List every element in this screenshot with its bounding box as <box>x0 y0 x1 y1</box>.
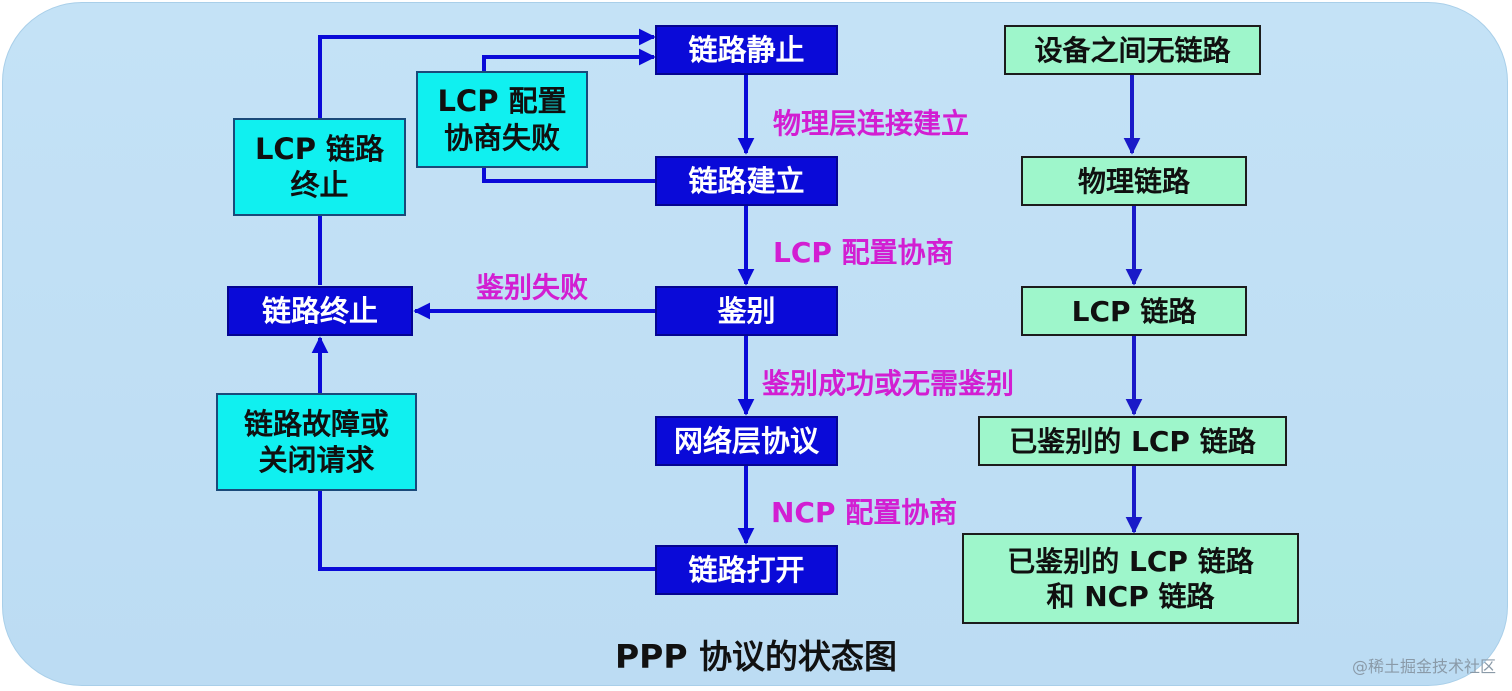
right-authed-lcp-ncp-line2: 和 NCP 链路 <box>1046 579 1215 613</box>
label-auth-failed: 鉴别失败 <box>476 271 589 304</box>
state-link-terminate: 链路终止 <box>227 286 413 336</box>
lcp-negotiation-failed-line1: LCP 配置 <box>437 84 567 119</box>
state-link-open-label: 链路打开 <box>688 552 805 587</box>
state-link-terminate-label: 链路终止 <box>261 293 378 328</box>
lcp-link-terminate-line1: LCP 链路 <box>254 131 385 166</box>
lcp-link-terminate-line2: 终止 <box>290 168 349 202</box>
right-no-link-label: 设备之间无链路 <box>1034 33 1231 67</box>
box-lcp-link-terminate: LCP 链路 终止 <box>233 118 406 216</box>
diagram-title: PPP 协议的状态图 <box>614 637 898 676</box>
box-lcp-negotiation-failed: LCP 配置 协商失败 <box>416 71 588 168</box>
state-link-dead-label: 链路静止 <box>688 32 805 67</box>
state-network-protocol-label: 网络层协议 <box>673 423 819 458</box>
right-authed-lcp-link: 已鉴别的 LCP 链路 <box>978 416 1287 466</box>
right-authed-lcp-ncp-line1: 已鉴别的 LCP 链路 <box>1007 544 1254 578</box>
state-network-protocol: 网络层协议 <box>655 416 838 466</box>
label-physical-layer-established: 物理层连接建立 <box>773 107 970 140</box>
right-authed-lcp-link-label: 已鉴别的 LCP 链路 <box>1009 424 1256 458</box>
right-lcp-link: LCP 链路 <box>1021 286 1247 336</box>
lcp-negotiation-failed-line2: 协商失败 <box>443 120 560 155</box>
state-link-dead: 链路静止 <box>655 25 838 75</box>
label-ncp-negotiation: NCP 配置协商 <box>771 496 958 529</box>
state-authenticate-label: 鉴别 <box>717 293 776 328</box>
watermark: @稀土掘金技术社区 <box>1351 657 1496 676</box>
right-lcp-link-label: LCP 链路 <box>1071 294 1197 328</box>
right-no-link: 设备之间无链路 <box>1004 25 1261 75</box>
link-fault-or-close-line1: 链路故障或 <box>243 406 389 441</box>
right-physical-link-label: 物理链路 <box>1077 164 1190 198</box>
state-link-establish-label: 链路建立 <box>688 163 805 198</box>
right-physical-link: 物理链路 <box>1021 156 1247 206</box>
right-authed-lcp-ncp-link: 已鉴别的 LCP 链路 和 NCP 链路 <box>962 533 1299 624</box>
box-link-fault-or-close: 链路故障或 关闭请求 <box>216 393 417 491</box>
state-authenticate: 鉴别 <box>655 286 838 336</box>
state-link-open: 链路打开 <box>655 545 838 595</box>
state-link-establish: 链路建立 <box>655 156 838 206</box>
label-auth-ok-or-not-needed: 鉴别成功或无需鉴别 <box>762 367 1015 400</box>
label-lcp-negotiation: LCP 配置协商 <box>773 236 954 269</box>
link-fault-or-close-line2: 关闭请求 <box>258 443 375 477</box>
